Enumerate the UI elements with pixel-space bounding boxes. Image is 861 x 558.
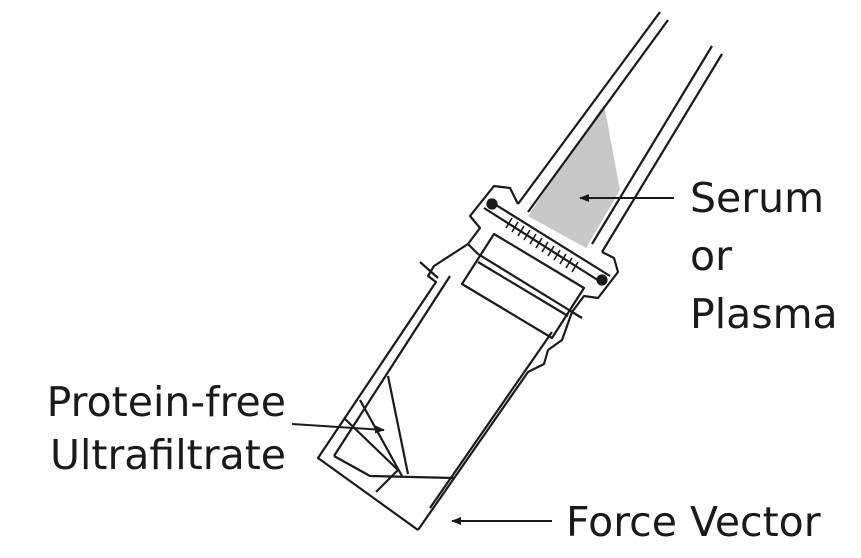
filter-insert-inner xyxy=(477,261,569,317)
filter-insert xyxy=(460,232,586,340)
tube-inner-left-wall xyxy=(333,275,451,457)
tube-inner-right-wall xyxy=(429,331,553,509)
label-plasma: Plasma xyxy=(690,290,838,338)
filter-membrane xyxy=(505,217,579,273)
cap-seam xyxy=(477,253,583,319)
tube-bottom-v xyxy=(333,455,455,480)
callout-arrows xyxy=(291,194,674,525)
o-ring-left xyxy=(486,198,498,210)
membrane-top xyxy=(487,199,611,277)
reservoir-inner-wall-left xyxy=(527,19,669,213)
tube-cap-step xyxy=(419,261,439,279)
membrane-bottom xyxy=(483,207,605,285)
label-force-vector: Force Vector xyxy=(566,498,821,546)
sample-reservoir xyxy=(517,11,723,253)
label-ultrafiltrate: Ultrafiltrate xyxy=(49,431,286,479)
o-ring-right xyxy=(596,274,608,286)
filtrate-level-line xyxy=(359,399,403,477)
collection-tube xyxy=(316,243,574,531)
label-or: or xyxy=(690,232,732,280)
serum-fill xyxy=(528,104,620,248)
reservoir-outer-wall-left xyxy=(517,11,661,205)
tube-outer-right-wall xyxy=(417,311,574,531)
reservoir-inner-wall-right xyxy=(591,45,713,245)
label-serum: Serum xyxy=(690,174,825,222)
tube-outer-left-wall xyxy=(316,243,469,531)
filter-cap xyxy=(460,184,620,340)
label-protein-free: Protein-free xyxy=(46,378,286,426)
filtrate-arrow xyxy=(291,423,385,434)
reservoir-outer-wall-right xyxy=(601,53,723,253)
filtrate-meniscus xyxy=(386,375,410,475)
